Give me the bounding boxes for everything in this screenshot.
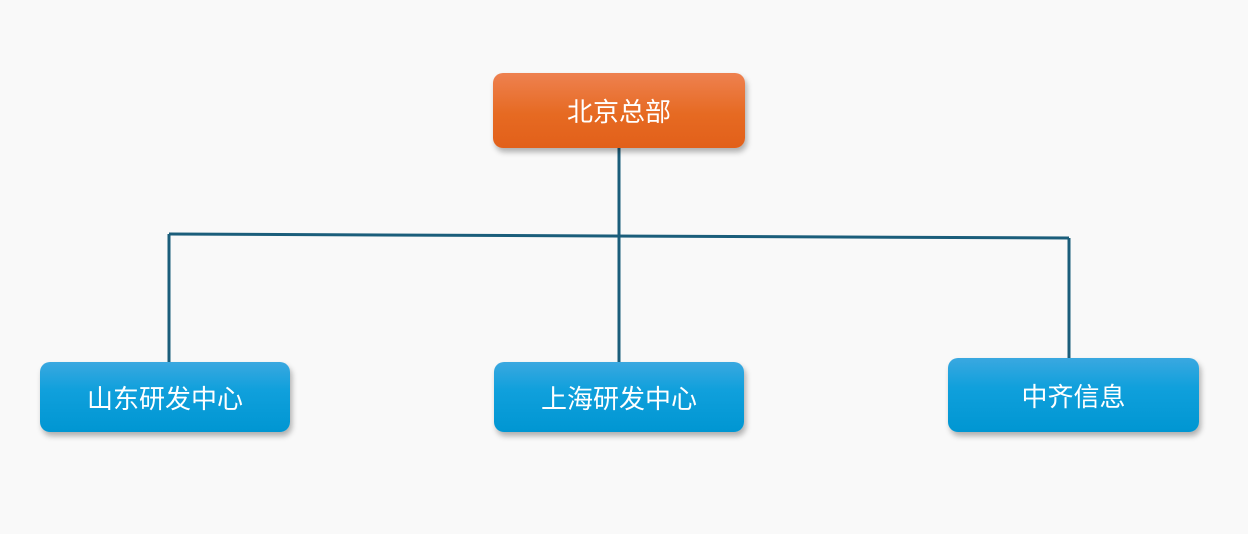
node-child-shanghai[interactable]: 上海研发中心 [494,362,744,432]
node-child-zhongqi[interactable]: 中齐信息 [948,358,1199,432]
connector-horizontal-bar [168,232,1070,240]
node-child-shandong[interactable]: 山东研发中心 [40,362,290,432]
node-root[interactable]: 北京总部 [493,73,745,148]
